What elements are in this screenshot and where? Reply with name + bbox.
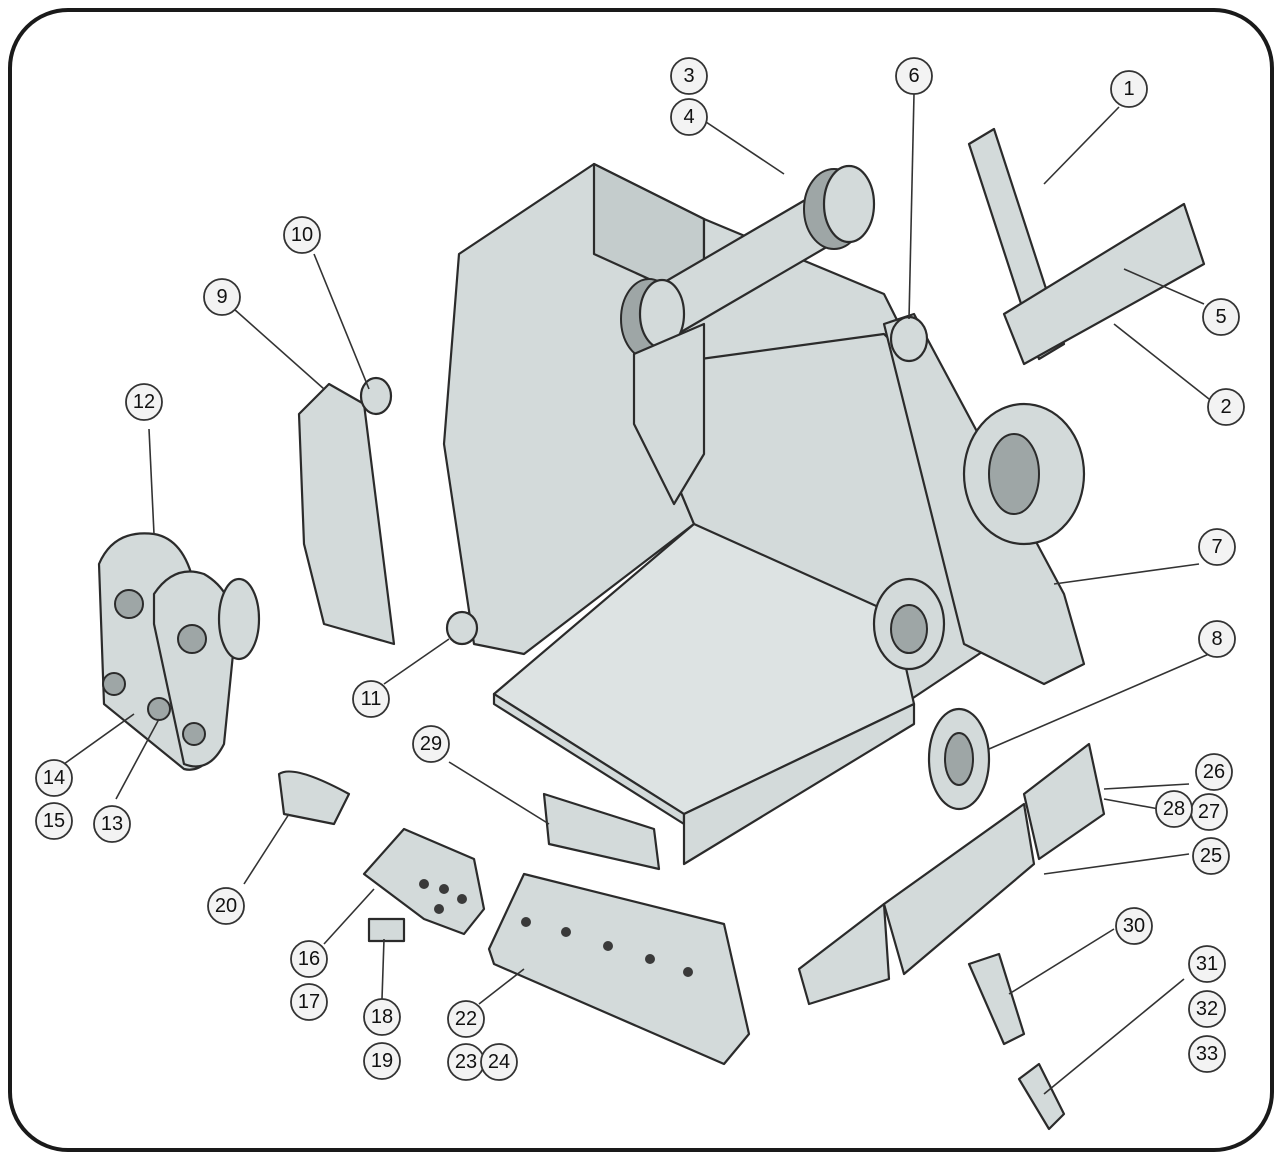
callout-25: 25 xyxy=(1192,837,1230,875)
chain-and-bracket xyxy=(967,127,1206,366)
svg-text:20: 20 xyxy=(215,895,237,917)
callout-9: 9 xyxy=(203,278,241,316)
callout-13: 13 xyxy=(93,805,131,843)
dual-wheel-plate xyxy=(97,532,261,771)
callout-28: 28 xyxy=(1155,790,1193,828)
callout-27: 27 xyxy=(1190,793,1228,831)
svg-text:1: 1 xyxy=(1123,78,1134,100)
callout-15: 15 xyxy=(35,802,73,840)
callout-33: 33 xyxy=(1188,1035,1226,1073)
svg-text:30: 30 xyxy=(1123,915,1145,937)
callout-31: 31 xyxy=(1188,945,1226,983)
svg-text:4: 4 xyxy=(683,106,694,128)
callout-11: 11 xyxy=(352,680,390,718)
svg-text:29: 29 xyxy=(420,733,442,755)
svg-text:9: 9 xyxy=(216,286,227,308)
exploded-parts-diagram: 1 2 3 4 5 6 7 8 9 10 11 12 13 14 15 16 1… xyxy=(35,57,1245,1131)
callout-26: 26 xyxy=(1195,753,1233,791)
callout-3: 3 xyxy=(670,57,708,95)
callout-18: 18 xyxy=(363,998,401,1036)
svg-text:32: 32 xyxy=(1196,998,1218,1020)
svg-text:7: 7 xyxy=(1211,536,1222,558)
small-clamp-parts xyxy=(277,770,486,943)
svg-text:13: 13 xyxy=(101,813,123,835)
svg-text:10: 10 xyxy=(291,224,313,246)
drive-shaft-assembly xyxy=(620,164,876,506)
callout-14: 14 xyxy=(35,759,73,797)
svg-text:19: 19 xyxy=(371,1050,393,1072)
svg-text:3: 3 xyxy=(683,65,694,87)
svg-text:33: 33 xyxy=(1196,1043,1218,1065)
svg-text:6: 6 xyxy=(908,65,919,87)
svg-text:11: 11 xyxy=(361,688,382,710)
callout-6: 6 xyxy=(895,57,933,95)
callout-17: 17 xyxy=(290,983,328,1021)
cutting-edge-plates xyxy=(797,742,1106,1006)
side-cover-panel xyxy=(297,376,479,646)
svg-text:31: 31 xyxy=(1196,953,1218,975)
callout-16: 16 xyxy=(290,940,328,978)
callout-10: 10 xyxy=(283,216,321,254)
cutting-blades xyxy=(487,792,751,1066)
callout-20: 20 xyxy=(207,887,245,925)
callout-1: 1 xyxy=(1110,70,1148,108)
side-arm-bracket xyxy=(872,312,1086,811)
callout-19: 19 xyxy=(363,1042,401,1080)
diagram-frame: 1 2 3 4 5 6 7 8 9 10 11 12 13 14 15 16 1… xyxy=(8,8,1274,1152)
callout-22: 22 xyxy=(447,1000,485,1038)
callout-24: 24 xyxy=(480,1043,518,1081)
svg-text:25: 25 xyxy=(1200,845,1222,867)
callout-7: 7 xyxy=(1198,528,1236,566)
callout-32: 32 xyxy=(1188,990,1226,1028)
callout-8: 8 xyxy=(1198,620,1236,658)
svg-text:2: 2 xyxy=(1220,396,1231,418)
svg-text:16: 16 xyxy=(298,948,320,970)
svg-text:14: 14 xyxy=(43,767,65,789)
callout-23: 23 xyxy=(447,1043,485,1081)
svg-text:27: 27 xyxy=(1198,801,1220,823)
callout-29: 29 xyxy=(412,725,450,763)
bucket-teeth xyxy=(967,952,1066,1131)
svg-text:22: 22 xyxy=(455,1008,477,1030)
leader-lines xyxy=(63,93,1210,1095)
callout-2: 2 xyxy=(1207,388,1245,426)
callout-12: 12 xyxy=(125,383,163,421)
svg-text:15: 15 xyxy=(43,810,65,832)
svg-text:12: 12 xyxy=(133,391,155,413)
svg-text:8: 8 xyxy=(1211,628,1222,650)
callout-30: 30 xyxy=(1115,907,1153,945)
callout-4: 4 xyxy=(670,98,708,136)
svg-text:28: 28 xyxy=(1163,798,1185,820)
svg-text:5: 5 xyxy=(1215,306,1226,328)
svg-text:23: 23 xyxy=(455,1051,477,1073)
svg-text:18: 18 xyxy=(371,1006,393,1028)
svg-text:26: 26 xyxy=(1203,761,1225,783)
callout-5: 5 xyxy=(1202,298,1240,336)
svg-text:24: 24 xyxy=(488,1051,510,1073)
svg-text:17: 17 xyxy=(298,991,320,1013)
